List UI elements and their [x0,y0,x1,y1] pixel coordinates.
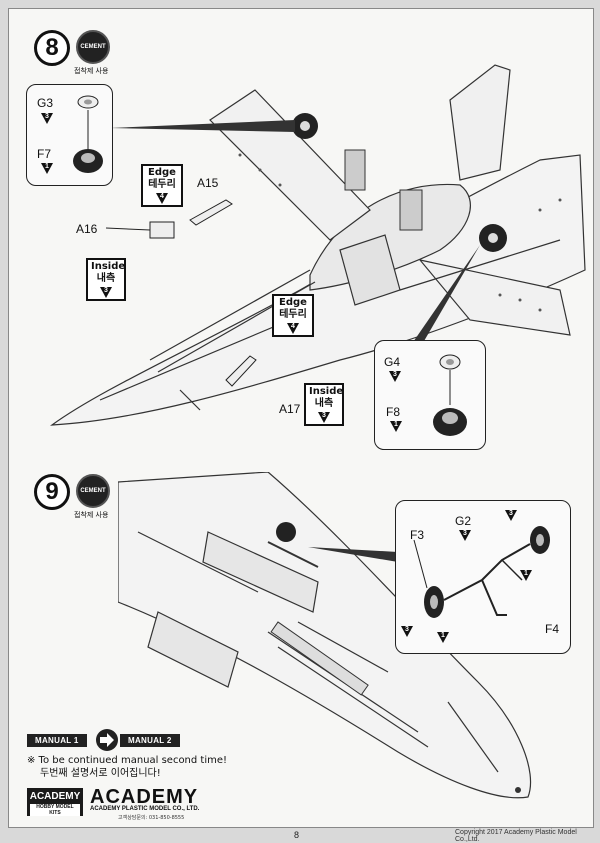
main-gear-assembly-icon [413,526,550,618]
cement-icon-step-9: CEMENT [76,474,110,508]
part-f8-label: F8 [386,405,401,419]
part-g3-qty: 3 [41,113,53,124]
right-arrow-icon [96,729,118,751]
step-9-number: 9 [34,474,70,510]
part-f4-qty-a: 3 [505,510,517,521]
part-a17-label: A17 [279,402,301,416]
wheel-g4-f8-icon [433,354,467,436]
inside-callout-right: Inside 내측 3 [304,383,344,426]
copyright-text: Copyright 2017 Academy Plastic Model Co.… [455,829,577,843]
continued-note-ko: 두번째 설명서로 이어집니다! [40,768,161,779]
part-g4-label: G4 [384,355,401,369]
part-g2-qty: 3 [459,530,471,541]
academy-wordmark: ACADEMY [90,786,199,808]
company-phone: 고객상담문의: 031-850-8555 [118,815,185,821]
part-f7-label: F7 [37,147,52,161]
step-8-number: 8 [34,30,70,66]
cement-icon: CEMENT [76,30,110,64]
part-f3-label: F3 [410,528,425,542]
part-a16-icon [106,221,175,239]
part-f7-qty: 1 [41,163,53,174]
manual-1-tag: MANUAL 1 [27,734,87,747]
part-f4-qty-b: 1 [520,570,532,581]
company-name: ACADEMY PLASTIC MODEL CO., LTD. [90,806,200,812]
manual-2-tag: MANUAL 2 [120,734,180,747]
part-f3-qty-b: 1 [437,632,449,643]
cement-label-step-9: 접착제 사용 [74,511,109,519]
edge-callout-top: Edge 테두리 4 [141,164,183,207]
cement-label: 접착제 사용 [74,67,109,75]
part-g4-qty: 3 [389,371,401,382]
wheel-g3-f7-icon [73,95,103,173]
part-f4-label: F4 [545,622,560,636]
part-a17-icon [225,355,257,387]
academy-badge: ACADEMY HOBBY MODEL KITS [27,788,83,816]
part-g3-label: G3 [37,96,54,110]
step-8-aircraft-drawing [49,64,586,426]
continued-note-en: ※ To be continued manual second time! [27,755,228,766]
inside-callout-left: Inside 내측 3 [86,258,126,301]
part-g2-label: G2 [455,514,472,528]
part-a16-label: A16 [76,222,98,236]
step-9-aircraft-drawing [118,472,532,799]
part-a15-label: A15 [197,176,219,190]
part-f8-qty: 1 [390,421,402,432]
edge-callout-mid: Edge 테두리 4 [272,294,314,337]
page-number: 8 [294,830,300,840]
part-a15-icon [189,199,233,226]
part-f3-qty-a: 3 [401,626,413,637]
